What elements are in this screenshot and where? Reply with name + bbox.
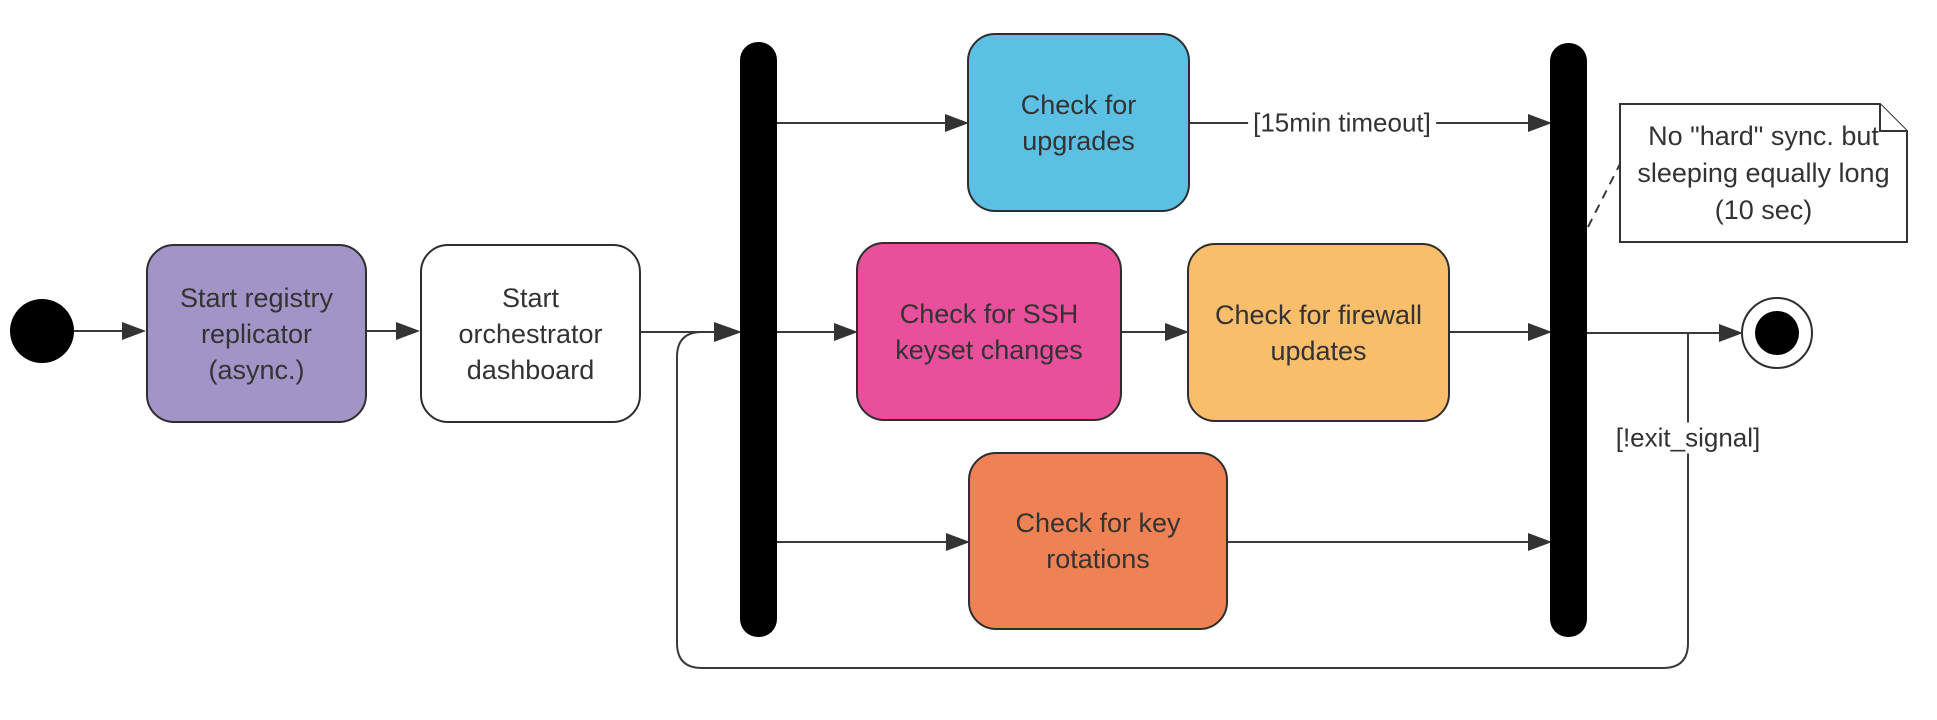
edge-loop-path	[676, 331, 1689, 669]
fork-bar	[740, 42, 777, 637]
edge-join-to-final	[1587, 324, 1743, 342]
activity-label: Start registry replicator (async.)	[179, 282, 334, 385]
edge-rotations-join-arrowhead	[1528, 533, 1552, 551]
note-sync-comment: No "hard" sync. but sleeping equally lon…	[1619, 103, 1908, 243]
edge-fork-rotations-arrowhead	[946, 533, 970, 551]
edge-loop-back	[676, 331, 1689, 669]
edge-ssh-firewall-arrowhead	[1165, 323, 1189, 341]
edge-fork-ssh-arrowhead	[834, 323, 858, 341]
activity-label: Check for SSH keyset changes	[895, 298, 1083, 365]
edge-fork-to-rotations	[777, 533, 970, 551]
activity-start-orchestrator-dashboard: Start orchestrator dashboard	[420, 244, 641, 423]
note-shape	[1619, 103, 1908, 243]
activity-check-key-rotations: Check for key rotations	[968, 452, 1228, 630]
activity-label: Start orchestrator dashboard	[458, 282, 603, 385]
note-fold-corner	[1879, 104, 1907, 132]
edge-dashboard-arrowhead	[714, 322, 742, 342]
edge-rotations-to-join	[1228, 533, 1552, 551]
note-outline	[1619, 103, 1908, 243]
final-node	[1741, 297, 1813, 369]
activity-label: Check for upgrades	[1020, 89, 1137, 156]
edge-label-15min-timeout: [15min timeout]	[1248, 107, 1436, 139]
activity-label: Check for key rotations	[1015, 508, 1181, 574]
edge-label-exit-signal: [!exit_signal]	[1610, 422, 1766, 454]
edge-initial-to-start-registry	[74, 322, 146, 340]
join-bar	[1550, 43, 1587, 637]
edge-fork-to-ssh	[777, 323, 858, 341]
edge-firewall-to-join	[1450, 323, 1552, 341]
edge-fork-to-upgrades	[777, 114, 969, 132]
activity-check-firewall-updates: Check for firewall updates	[1187, 243, 1450, 422]
note-connector	[1587, 161, 1622, 228]
activity-start-registry-replicator: Start registry replicator (async.)	[146, 244, 367, 423]
edge-timeout-arrowhead	[1528, 114, 1552, 132]
initial-node	[10, 299, 74, 363]
edge-initial-arrowhead	[122, 322, 146, 340]
edge-dashboard-to-fork	[641, 322, 742, 342]
edge-final-arrowhead	[1719, 324, 1743, 342]
activity-check-ssh-keyset-changes: Check for SSH keyset changes	[856, 242, 1122, 421]
edge-ssh-to-firewall	[1122, 323, 1189, 341]
final-node-inner-dot	[1755, 311, 1799, 355]
note-text: No "hard" sync. but sleeping equally lon…	[1637, 120, 1890, 225]
edge-fork-upgrades-arrowhead	[945, 114, 969, 132]
edge-registry-to-dashboard	[367, 322, 420, 340]
edge-registry-arrowhead	[396, 322, 420, 340]
activity-check-upgrades: Check for upgrades	[967, 33, 1190, 212]
activity-label: Check for firewall updates	[1214, 299, 1423, 366]
edge-firewall-join-arrowhead	[1528, 323, 1552, 341]
